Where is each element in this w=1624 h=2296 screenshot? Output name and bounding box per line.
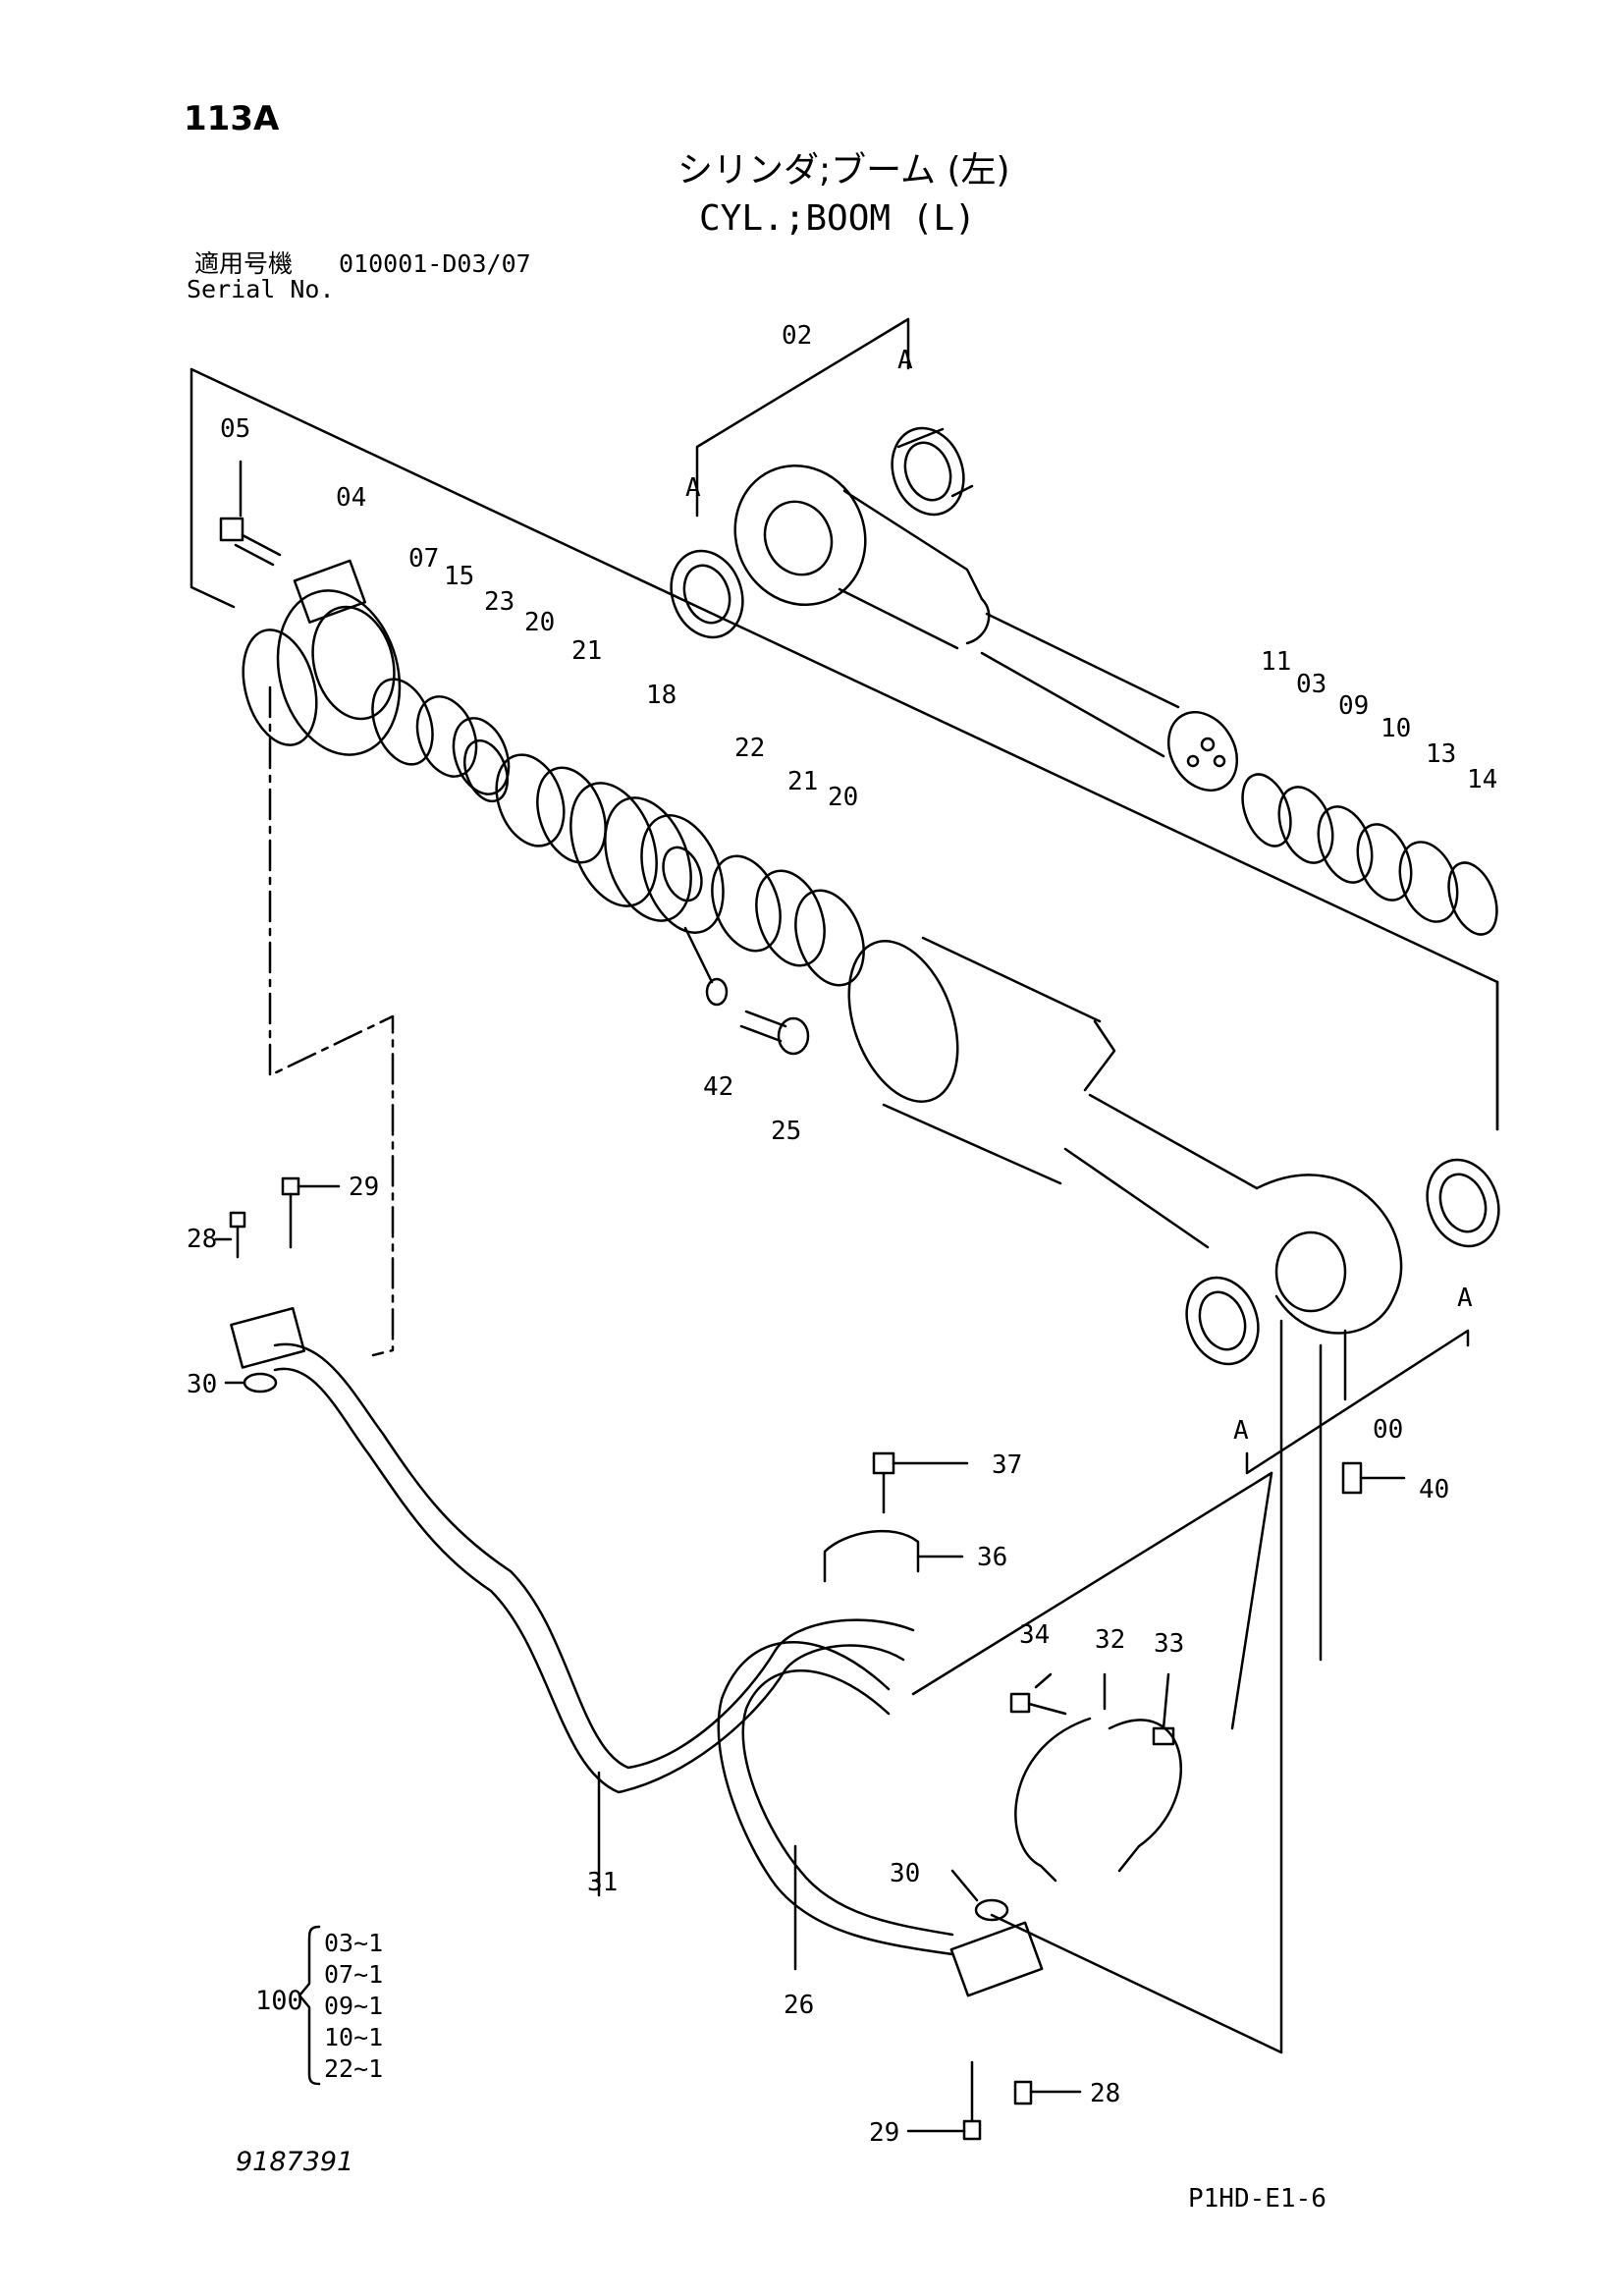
callout-30-bottom: 30 [890, 1859, 920, 1888]
hose-part-31 [273, 1342, 915, 1770]
callout-14: 14 [1467, 765, 1497, 794]
callout-32: 32 [1095, 1625, 1125, 1655]
ring-part-20-b [794, 889, 865, 987]
kit-bracket [298, 1925, 321, 2086]
callout-28-bottom: 28 [1090, 2079, 1120, 2108]
ring-part-22 [711, 854, 782, 953]
title-english: CYL.;BOOM (L) [699, 198, 976, 239]
head-cap-part-04 [242, 559, 402, 756]
serial-label-english: Serial No. [187, 275, 335, 303]
callout-20-b: 20 [828, 783, 858, 812]
ring-part-03 [1277, 786, 1334, 864]
bolt-part-25 [739, 1010, 810, 1056]
kit-item: 03~1 [324, 1929, 384, 1957]
callout-07: 07 [408, 544, 439, 574]
callout-40: 40 [1419, 1475, 1449, 1504]
document-number: 9187391 [236, 2147, 354, 2177]
ring-part-07 [371, 678, 434, 766]
serial-range: 010001-D03/07 [339, 249, 531, 278]
callout-13: 13 [1426, 739, 1456, 769]
callout-34: 34 [1019, 1620, 1050, 1650]
callout-21-b: 21 [787, 767, 818, 796]
callout-18: 18 [646, 681, 677, 710]
bushing-top-right [891, 426, 974, 517]
bolt-part-33 [1152, 1672, 1175, 1746]
callout-A-4: A [1233, 1416, 1249, 1446]
ring-part-13 [1398, 841, 1459, 923]
callout-29-bottom: 29 [869, 2118, 899, 2148]
callout-05: 05 [220, 414, 250, 444]
bolt-part-28-bottom [1013, 2080, 1082, 2105]
serial-label-japanese: 適用号機 [194, 249, 294, 278]
bushing-bottom-left [1185, 1276, 1260, 1366]
bolt-part-37 [872, 1451, 969, 1514]
callout-A-2: A [685, 473, 701, 503]
callout-09: 09 [1338, 691, 1369, 721]
bolt-part-05 [219, 460, 282, 567]
callout-30-top: 30 [187, 1370, 217, 1399]
callout-A-3: A [1457, 1284, 1473, 1313]
seal-part-23 [463, 738, 509, 803]
callout-42: 42 [703, 1072, 733, 1102]
callout-25: 25 [771, 1117, 801, 1146]
bushing-bottom-right [1426, 1158, 1500, 1248]
bolt-part-34 [1009, 1672, 1067, 1716]
title-japanese: シリンダ;ブーム (左) [677, 150, 1010, 191]
kit-item: 10~1 [324, 2023, 384, 2051]
kit-item: 07~1 [324, 1960, 384, 1989]
callout-04: 04 [336, 483, 366, 513]
bolt-part-29-top [281, 1176, 341, 1249]
oring-part-30-bottom [974, 1898, 1009, 1922]
ring-part-21-b [755, 869, 826, 967]
page-code: P1HD-E1-6 [1188, 2184, 1326, 2214]
kit-number: 100 [255, 1986, 303, 2016]
guide-line-left [268, 685, 395, 1357]
bushing-top-left [670, 549, 744, 639]
ring-part-20-a [495, 753, 566, 847]
callout-37: 37 [992, 1450, 1022, 1480]
callout-20-a: 20 [524, 608, 555, 637]
callout-31: 31 [587, 1868, 618, 1897]
callout-33: 33 [1154, 1629, 1184, 1659]
kit-item: 22~1 [324, 2054, 384, 2083]
bolt-part-40 [1341, 1461, 1406, 1495]
ring-part-21-a [536, 766, 607, 864]
ring-part-10 [1356, 823, 1413, 902]
flange-bottom [949, 1921, 1044, 1997]
callout-22: 22 [734, 734, 765, 763]
callout-21-a: 21 [571, 636, 602, 666]
cylinder-tube-part-00 [847, 936, 1403, 1335]
callout-36: 36 [977, 1543, 1007, 1572]
flange-top [230, 1306, 306, 1369]
callout-15: 15 [444, 562, 474, 591]
callout-02: 02 [782, 321, 812, 351]
kit-item: 09~1 [324, 1992, 384, 2020]
callout-11: 11 [1261, 647, 1291, 677]
callout-10: 10 [1380, 714, 1411, 743]
page-number: 113A [184, 99, 280, 138]
callout-29-top: 29 [349, 1173, 379, 1202]
guide-line-right [990, 1319, 1283, 2054]
callout-28-top: 28 [187, 1225, 217, 1254]
rod-eye-part-02 [733, 464, 1239, 792]
clamp-part-32 [1014, 1717, 1183, 1883]
bolt-part-28-top [214, 1211, 246, 1259]
washer-part-42 [705, 977, 729, 1007]
callout-A-1: A [897, 346, 913, 375]
assembly-bounding-line [189, 367, 236, 609]
ring-part-14 [1447, 861, 1498, 936]
callout-03: 03 [1296, 670, 1326, 699]
callout-23: 23 [484, 587, 514, 617]
clamp-part-36 [823, 1529, 964, 1583]
oring-part-30-top [243, 1372, 278, 1394]
piston-part-18 [569, 782, 725, 934]
ring-part-11 [1241, 773, 1292, 847]
hose-part-26 [717, 1641, 954, 1956]
ring-part-09 [1317, 805, 1374, 884]
callout-26: 26 [784, 1991, 814, 2020]
bolt-part-29-bottom [906, 2060, 982, 2141]
callout-00: 00 [1373, 1415, 1403, 1445]
bushing-part-15 [415, 695, 478, 778]
